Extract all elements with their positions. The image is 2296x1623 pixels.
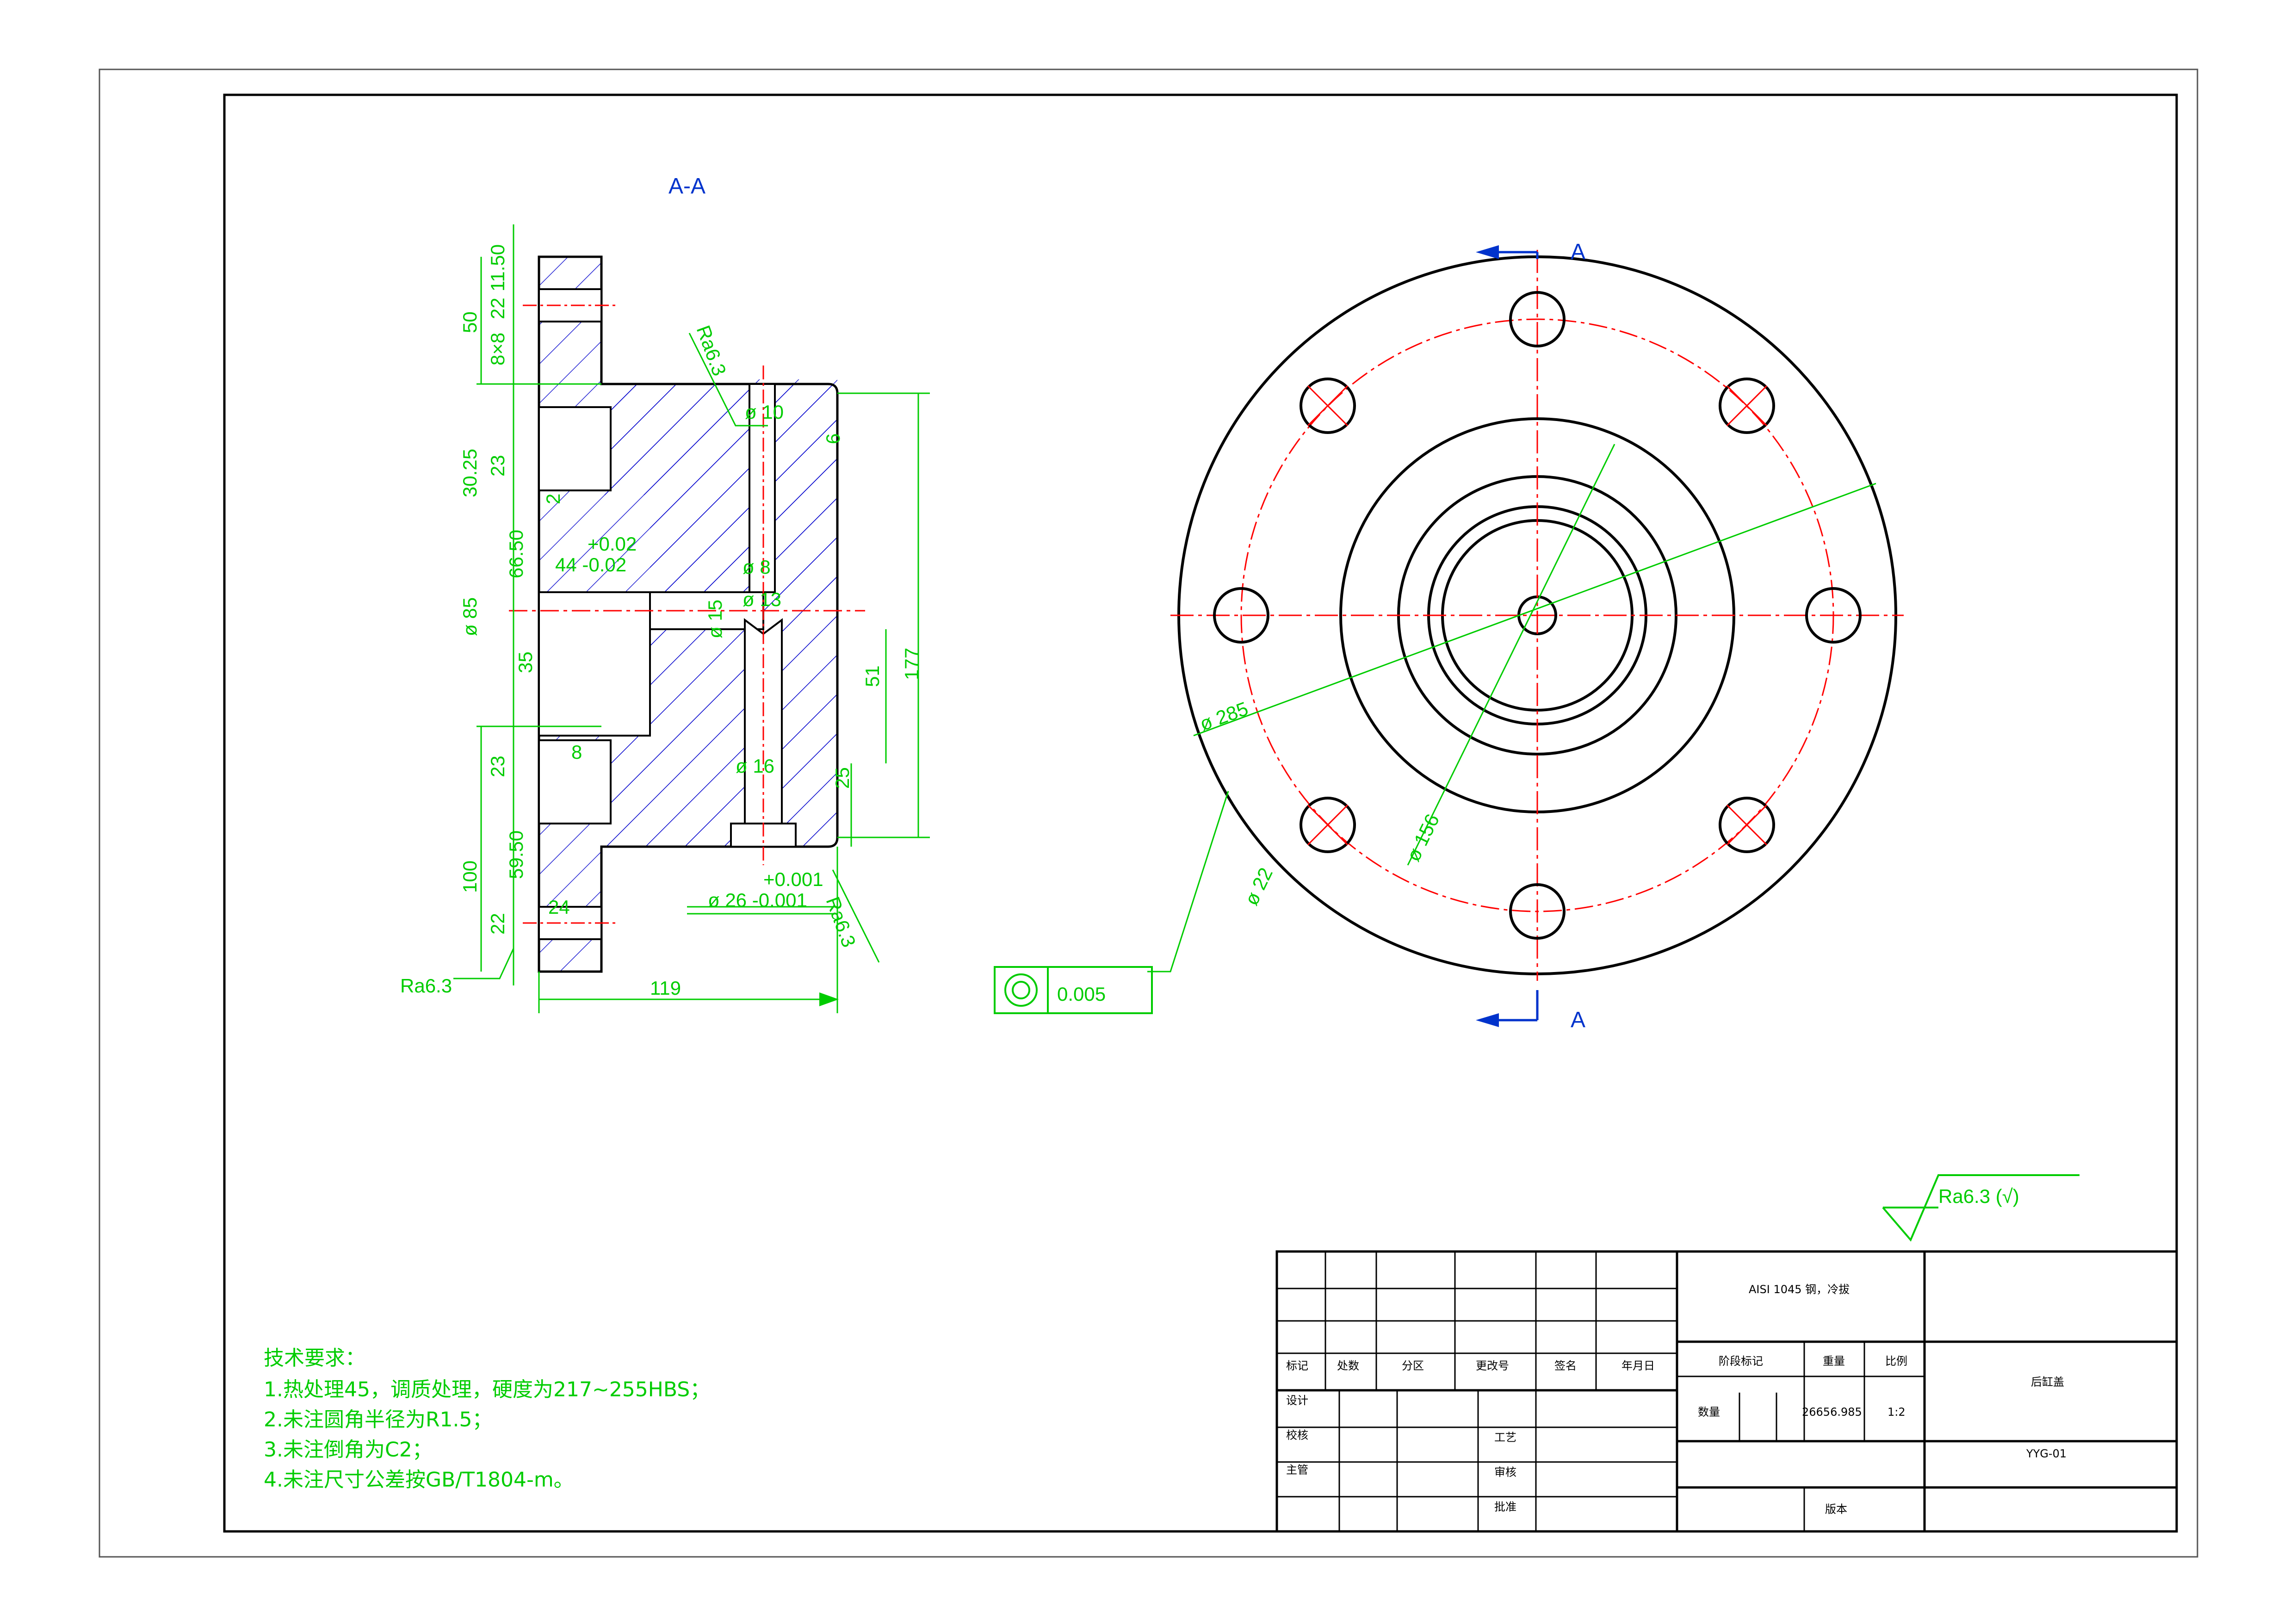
tb-design: 设计 [1286, 1394, 1308, 1407]
tb-version: 版本 [1825, 1503, 1847, 1516]
tb-weight: 重量 [1823, 1355, 1845, 1368]
tb-check: 校核 [1286, 1429, 1308, 1442]
section-label: A-A [668, 174, 706, 198]
dim-25: 25 [831, 767, 853, 789]
dim-35: 35 [514, 651, 536, 673]
tb-scale-value: 1:2 [1888, 1406, 1906, 1419]
surface-roughness-note: Ra6.3 (√) [1882, 1174, 2079, 1242]
tb-material: AISI 1045 钢，冷拔 [1749, 1283, 1850, 1296]
dim-tol-plus: +0.02 [588, 533, 637, 555]
tb-review: 审核 [1494, 1466, 1516, 1479]
tb-part-name: 后缸盖 [2031, 1375, 2064, 1388]
dim-phi15: ø 15 [704, 600, 726, 638]
surface-roughness-text: Ra6.3 (√) [1938, 1185, 2019, 1207]
dim-phi16: ø 16 [736, 755, 774, 777]
dim-phi22: ø 22 [1240, 864, 1277, 909]
dim-phi26: ø 26 -0.001 [708, 889, 807, 911]
tb-change-doc: 更改号 [1476, 1359, 1509, 1372]
dim-66-50: 66.50 [505, 530, 527, 578]
dim-phi26-plus: +0.001 [763, 868, 823, 890]
tech-req-3: 3.未注倒角为C2； [264, 1438, 433, 1462]
tech-req-1: 1.热处理45，调质处理，硬度为217~255HBS； [264, 1378, 710, 1401]
tech-req-2: 2.未注圆角半径为R1.5； [264, 1408, 493, 1431]
dim-11-50: 11.50 [487, 244, 508, 291]
dim-30-25: 30.25 [459, 449, 481, 497]
ra-bottom: Ra6.3 [822, 894, 860, 950]
tech-req-title: 技术要求： [264, 1346, 365, 1370]
bolt-hole-crosses [1307, 385, 1768, 846]
dim-phi285: ø 285 [1197, 698, 1251, 735]
bolt-hole-90 [1805, 587, 1862, 644]
dim-100: 100 [459, 861, 481, 893]
bolt-hole-135 [1719, 797, 1775, 853]
upper-groove [538, 406, 612, 491]
tb-process: 工艺 [1494, 1431, 1516, 1444]
bolt-hole-45 [1719, 378, 1775, 434]
dim-phi8: ø 8 [743, 556, 771, 578]
dim-phi85: ø 85 [459, 597, 481, 636]
dim-2-upper: 2 [542, 494, 564, 504]
dim-phi156: ø 156 [1402, 811, 1443, 865]
tb-stage-mark: 阶段标记 [1719, 1355, 1763, 1368]
section-dimension-lines [453, 224, 930, 1013]
front-dimension-texts: ø 285 ø 156 ø 22 [1197, 698, 1443, 909]
concentricity-tolerance-frame: 0.005 [994, 966, 1153, 1014]
bolt-hole-270 [1213, 587, 1269, 644]
front-view [1170, 250, 1904, 981]
bolt-hole-315 [1300, 378, 1356, 434]
tb-date: 年月日 [1621, 1359, 1655, 1372]
tb-supervisor: 主管 [1286, 1463, 1308, 1476]
tolerance-value: 0.005 [1057, 983, 1106, 1005]
dim-22-bottom: 22 [487, 913, 508, 935]
central-bore [538, 591, 651, 737]
technical-requirements: 技术要求： 1.热处理45，调质处理，硬度为217~255HBS； 2.未注圆角… [264, 1346, 710, 1492]
tech-req-4: 4.未注尺寸公差按GB/T1804-m。 [264, 1468, 574, 1492]
dim-8-lower: 8 [571, 741, 582, 763]
oil-passage [749, 383, 776, 593]
dim-119: 119 [650, 977, 681, 999]
dim-6: 6 [822, 434, 844, 444]
title-block [1275, 1250, 2178, 1533]
dim-44: 44 -0.02 [555, 554, 626, 576]
bolt-hole-180 [1509, 883, 1566, 940]
ra-left: Ra6.3 [400, 975, 452, 997]
tb-drawing-no: YYG-01 [2026, 1447, 2067, 1460]
dim-23-bottom: 23 [487, 756, 508, 777]
dim-24: 24 [548, 896, 570, 918]
section-cut-markers: A A [1476, 240, 1585, 1032]
inner-border [223, 93, 2178, 1533]
tb-approve: 批准 [1494, 1500, 1516, 1513]
tb-scale: 比例 [1885, 1355, 1907, 1368]
tb-weight-value: 26656.985 [1802, 1406, 1862, 1419]
section-view [509, 255, 865, 973]
bolt-hole-225 [1300, 797, 1356, 853]
dim-phi10: ø 10 [745, 401, 784, 423]
tb-quantity: 数量 [1698, 1406, 1720, 1419]
lower-groove [538, 739, 612, 824]
concentricity-icon [1004, 973, 1038, 1007]
title-block-texts: AISI 1045 钢，冷拔 后缸盖 YYG-01 标记 处数 分区 更改号 签… [1286, 1283, 2067, 1516]
cut-label-bottom: A [1571, 1008, 1585, 1032]
dim-22-top: 22 [487, 297, 508, 319]
dim-8x8: 8×8 [487, 333, 508, 365]
dim-phi13: ø 13 [743, 588, 781, 610]
dim-59-50: 59.50 [505, 830, 527, 879]
tb-count-place: 处数 [1337, 1359, 1359, 1372]
outer-border [99, 68, 2198, 1558]
cut-label-top: A [1571, 240, 1585, 264]
dim-51: 51 [861, 665, 883, 687]
bolt-holes [1213, 291, 1862, 940]
front-dimension-lines [1147, 444, 1876, 973]
tb-mark: 标记 [1286, 1359, 1308, 1372]
dim-50: 50 [459, 311, 481, 333]
bolt-hole-0 [1509, 291, 1566, 347]
tb-sign: 签名 [1554, 1359, 1577, 1372]
dim-177: 177 [901, 648, 922, 680]
dim-23-top: 23 [487, 455, 508, 477]
tb-zone: 分区 [1402, 1359, 1424, 1372]
